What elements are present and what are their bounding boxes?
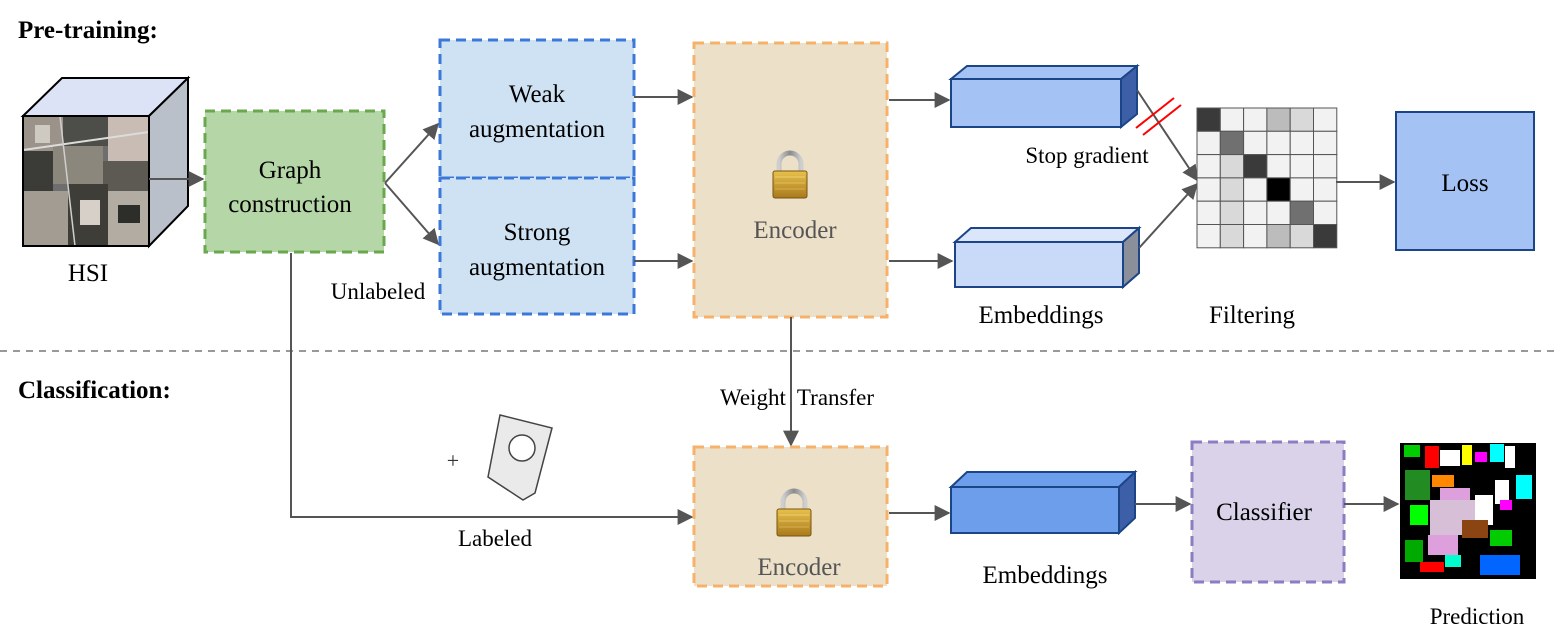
matrix-cell xyxy=(1266,200,1291,225)
encoder-bottom-box: Encoder xyxy=(692,445,889,588)
graph-construction-label-line2: construction xyxy=(228,191,352,218)
loss-label: Loss xyxy=(1441,170,1488,197)
matrix-cell xyxy=(1243,224,1268,249)
matrix-cell xyxy=(1243,130,1268,156)
arrow-graph-weak xyxy=(384,122,440,184)
matrix-cell xyxy=(1219,224,1245,249)
matrix-cell xyxy=(1313,224,1338,249)
pretraining-title: Pre-training: xyxy=(18,17,158,44)
plus-sign: + xyxy=(447,448,459,473)
filtering-label: Filtering xyxy=(1209,302,1296,329)
matrix-cell xyxy=(1266,130,1291,156)
labeled-sample-icon xyxy=(487,414,553,501)
graph-construction-label-line1: Graph xyxy=(259,157,322,184)
strong-augmentation-box: Strong augmentation xyxy=(438,176,636,316)
matrix-cell xyxy=(1219,177,1245,202)
weak-augmentation-line1: Weak xyxy=(509,81,566,108)
embeddings-bottom-label: Embeddings xyxy=(983,562,1108,589)
hsi-label: HSI xyxy=(68,260,108,287)
matrix-cell xyxy=(1243,200,1268,225)
matrix-cell xyxy=(1289,107,1314,132)
matrix-cell xyxy=(1196,177,1221,202)
matrix-cell xyxy=(1219,107,1245,132)
matrix-cell xyxy=(1196,107,1221,132)
labeled-path xyxy=(290,253,694,525)
matrix-cell xyxy=(1243,177,1268,202)
strong-augmentation-line1: Strong xyxy=(504,219,571,246)
matrix-cell xyxy=(1219,130,1245,156)
strong-augmentation-line2: augmentation xyxy=(469,254,606,281)
matrix-cell xyxy=(1243,107,1268,132)
arrow-graph-strong xyxy=(384,182,440,246)
matrix-cell xyxy=(1313,130,1338,156)
graph-construction-box: Graph construction xyxy=(203,109,386,254)
matrix-cell xyxy=(1219,200,1245,225)
hsi-cube-icon xyxy=(20,75,191,249)
matrix-cell xyxy=(1196,200,1221,225)
matrix-cell xyxy=(1266,177,1291,202)
loss-box: Loss xyxy=(1395,111,1535,251)
weak-augmentation-box: Weak augmentation xyxy=(438,38,636,180)
matrix-cell xyxy=(1313,200,1338,225)
matrix-cell xyxy=(1196,154,1221,179)
matrix-cell xyxy=(1219,154,1245,179)
embedding-prism-classification xyxy=(948,469,1138,536)
matrix-cell xyxy=(1196,224,1221,249)
stop-gradient-label: Stop gradient xyxy=(1025,143,1149,168)
matrix-cell xyxy=(1313,177,1338,202)
unlabeled-label: Unlabeled xyxy=(331,279,426,304)
matrix-cell xyxy=(1289,224,1314,249)
stop-gradient-mark xyxy=(1135,97,1182,136)
arrow-embed-lower-filter xyxy=(1138,182,1199,249)
classification-title: Classification: xyxy=(18,377,171,404)
labeled-label: Labeled xyxy=(458,526,533,551)
encoder-top-label: Encoder xyxy=(753,217,837,244)
embeddings-top-label: Embeddings xyxy=(979,302,1104,329)
weak-augmentation-line2: augmentation xyxy=(469,116,606,143)
matrix-cell xyxy=(1289,177,1314,202)
prediction-label: Prediction xyxy=(1430,604,1525,629)
weight-transfer-label: Weight Transfer xyxy=(720,385,874,410)
matrix-cell xyxy=(1289,200,1314,225)
embedding-prism-lower xyxy=(952,225,1142,290)
embedding-prism-upper xyxy=(948,63,1140,130)
classifier-box: Classifier xyxy=(1190,440,1346,584)
encoder-top-box: Encoder xyxy=(692,41,889,319)
arrow-embed-upper-filter xyxy=(1136,89,1198,182)
matrix-cell xyxy=(1266,107,1291,132)
matrix-cell xyxy=(1289,130,1314,156)
matrix-cell xyxy=(1266,224,1291,249)
prediction-map-icon xyxy=(1400,443,1536,579)
matrix-cell xyxy=(1313,154,1338,179)
matrix-cell xyxy=(1266,154,1291,179)
filtering-matrix xyxy=(1196,107,1338,249)
matrix-cell xyxy=(1289,154,1314,179)
matrix-cell xyxy=(1313,107,1338,132)
matrix-cell xyxy=(1196,130,1221,156)
matrix-cell xyxy=(1243,154,1268,179)
classifier-label: Classifier xyxy=(1216,499,1312,526)
encoder-bottom-label: Encoder xyxy=(757,554,841,581)
